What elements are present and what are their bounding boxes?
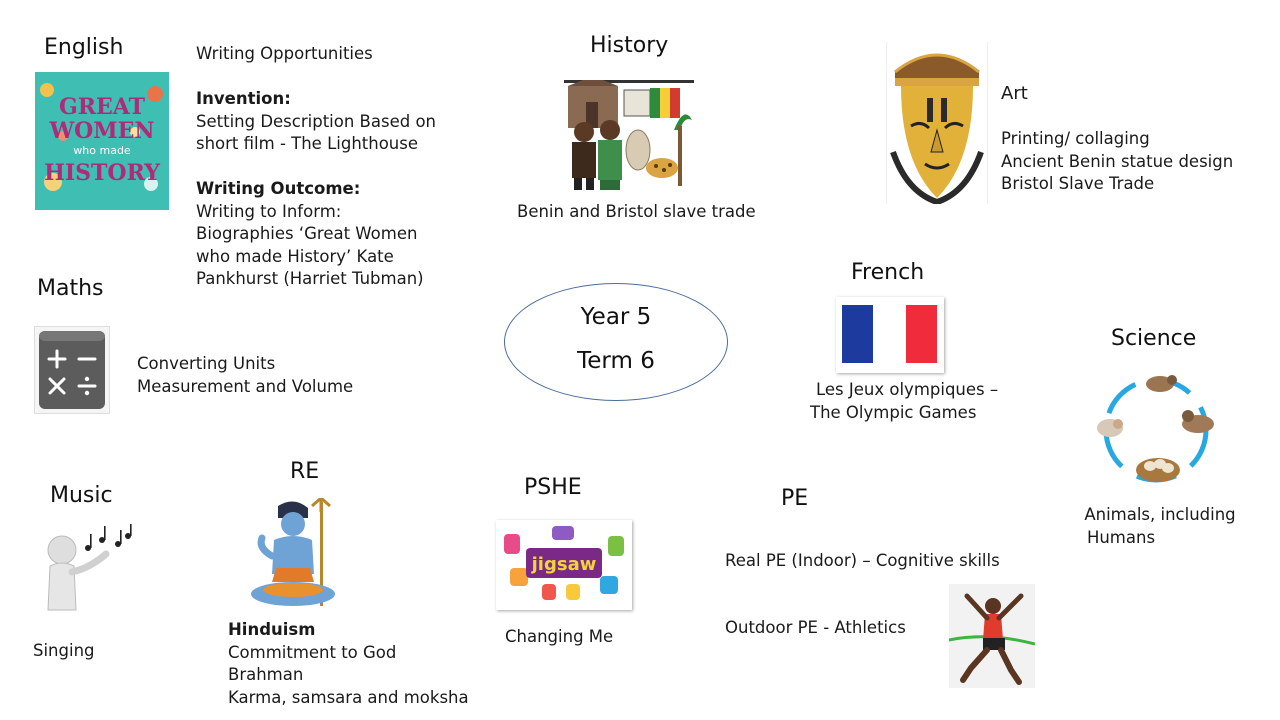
english-line: Setting Description Based on — [196, 111, 436, 131]
shiva-illustration — [248, 498, 340, 610]
english-book-cover: GREAT WOMEN who made HISTORY — [35, 72, 169, 210]
english-line: Writing Opportunities — [196, 44, 373, 63]
history-heading: History — [590, 33, 669, 58]
english-spacer — [196, 156, 436, 179]
music-caption: Singing — [33, 641, 95, 660]
english-line: Biographies ‘Great Women — [196, 224, 418, 243]
french-flag-icon — [836, 297, 944, 373]
history-caption: Benin and Bristol slave trade — [517, 202, 756, 221]
english-heading: English — [44, 35, 124, 60]
year-term-oval: Year 5 Term 6 — [504, 283, 728, 401]
book-title-line1: GREAT — [59, 94, 146, 120]
english-spacer — [196, 66, 436, 89]
re-line-karma: Karma, samsara and moksha — [228, 687, 469, 707]
book-title-line4: HISTORY — [44, 160, 160, 186]
science-line-1: Animals, including — [1084, 505, 1236, 524]
book-title-line2: WOMEN — [48, 118, 154, 144]
history-benin-illustration — [564, 80, 694, 193]
pe-line-outdoor: Outdoor PE - Athletics — [725, 618, 906, 637]
art-line-printing: Printing/ collaging — [1001, 129, 1150, 148]
science-details: Animals, including Humans — [1080, 504, 1240, 549]
re-subheading: Hinduism — [228, 620, 316, 639]
english-line: Pankhurst (Harriet Tubman) — [196, 269, 424, 288]
french-line-2: The Olympic Games — [810, 402, 977, 422]
english-line: Invention: — [196, 89, 291, 108]
maths-line-measurement: Measurement and Volume — [137, 376, 354, 396]
term-label: Term 6 — [577, 348, 655, 374]
maths-line-units: Converting Units — [137, 354, 276, 373]
french-line-1: Les Jeux olympiques – — [816, 380, 999, 399]
book-title-line3: who made — [73, 144, 131, 157]
jigsaw-logo-text: jigsaw — [531, 554, 597, 575]
re-line-commitment: Commitment to God — [228, 642, 397, 662]
music-heading: Music — [50, 483, 113, 508]
art-heading: Art — [1001, 83, 1028, 104]
pe-heading: PE — [781, 486, 809, 511]
bird-lifecycle-image — [1088, 370, 1224, 492]
art-details: Printing/ collaging Ancient Benin statue… — [1001, 128, 1233, 196]
maths-heading: Maths — [37, 276, 104, 301]
year-label: Year 5 — [580, 304, 652, 330]
french-heading: French — [851, 260, 925, 285]
english-line: Writing to Inform: — [196, 201, 342, 221]
re-heading: RE — [290, 459, 320, 484]
singing-figure-image — [40, 524, 136, 614]
pshe-heading: PSHE — [524, 475, 582, 500]
pshe-caption: Changing Me — [505, 627, 614, 646]
art-line-slave-trade: Bristol Slave Trade — [1001, 174, 1155, 193]
pe-line-indoor: Real PE (Indoor) – Cognitive skills — [725, 551, 1000, 570]
re-line-brahman: Brahman — [228, 665, 304, 684]
science-heading: Science — [1111, 326, 1197, 351]
english-line: who made History’ Kate — [196, 246, 394, 266]
re-details: Hinduism Commitment to God Brahman Karma… — [228, 619, 469, 709]
jigsaw-logo-image: jigsaw — [496, 520, 632, 610]
runner-finish-line-image — [949, 584, 1035, 688]
calculator-icon — [34, 326, 110, 414]
english-line: short film - The Lighthouse — [196, 134, 419, 153]
maths-details: Converting Units Measurement and Volume — [137, 353, 353, 398]
science-line-2: Humans — [1086, 527, 1156, 547]
art-benin-mask-image — [886, 42, 988, 204]
french-details: Les Jeux olympiques – The Olympic Games — [810, 379, 998, 424]
art-line-statue: Ancient Benin statue design — [1001, 151, 1234, 171]
english-line: Writing Outcome: — [196, 179, 361, 198]
